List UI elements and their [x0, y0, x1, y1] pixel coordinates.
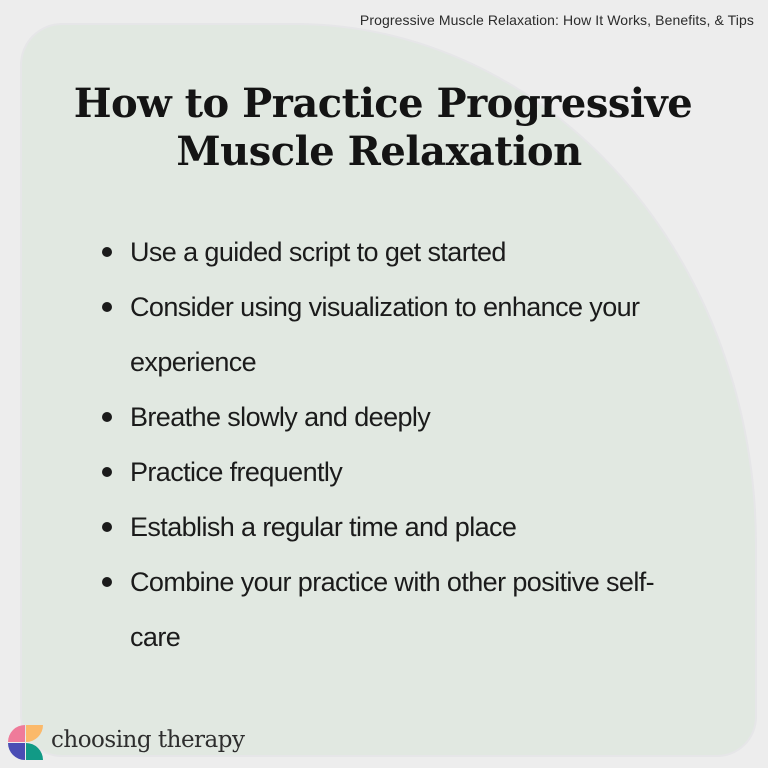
bullet-icon [102, 302, 112, 312]
logo-quadrant-indigo [8, 742, 25, 760]
title-line-1: How to Practice Progressive [73, 80, 693, 127]
list-item: Establish a regular time and place [100, 500, 720, 555]
logo-quadrant-orange [26, 724, 43, 742]
tips-list: Use a guided script to get started Consi… [100, 225, 720, 665]
bullet-icon [102, 577, 112, 587]
tip-text: Consider using visualization to enhance … [130, 292, 640, 377]
logo-quadrant-teal [26, 742, 43, 760]
list-item: Use a guided script to get started [100, 225, 720, 280]
tip-text: Establish a regular time and place [130, 512, 517, 542]
article-caption: Progressive Muscle Relaxation: How It Wo… [359, 12, 754, 28]
tip-text: Use a guided script to get started [130, 237, 506, 267]
list-item: Breathe slowly and deeply [100, 390, 720, 445]
list-item: Practice frequently [100, 445, 720, 500]
tip-text: Breathe slowly and deeply [130, 402, 431, 432]
bullet-icon [102, 522, 112, 532]
tip-text: Practice frequently [130, 457, 343, 487]
tip-text: Combine your practice with other positiv… [130, 567, 655, 652]
bullet-icon [102, 412, 112, 422]
list-item: Consider using visualization to enhance … [100, 280, 710, 390]
title-line-2: Muscle Relaxation [176, 128, 582, 175]
bullet-icon [102, 247, 112, 257]
logo-quadrant-pink [8, 724, 25, 742]
page-title: How to Practice Progressive Muscle Relax… [0, 80, 768, 176]
choosing-therapy-logo-icon [8, 724, 43, 760]
brand-logo: choosing therapy [8, 724, 245, 760]
bullet-icon [102, 467, 112, 477]
list-item: Combine your practice with other positiv… [100, 555, 690, 665]
brand-name: choosing therapy [51, 727, 245, 753]
